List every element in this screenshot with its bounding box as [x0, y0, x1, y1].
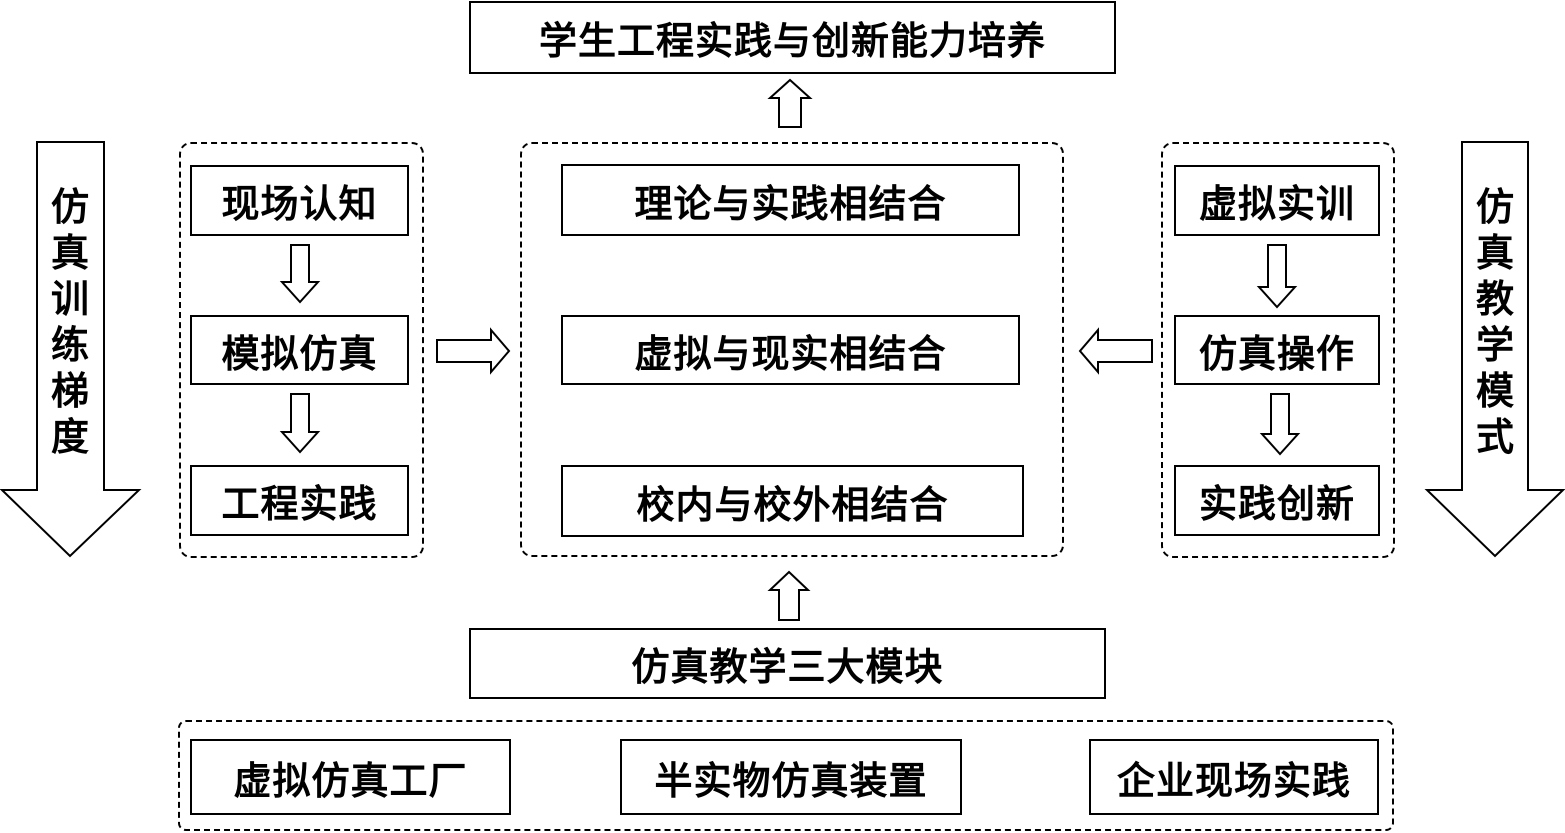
- left-training-group: [179, 142, 424, 558]
- right-teaching-group: [1161, 142, 1395, 558]
- right-side-label: 仿 真 教 学 模 式: [1475, 185, 1514, 459]
- left-side-label: 仿 真 训 练 梯 度: [50, 185, 89, 459]
- up-arrow-from-modules: [767, 570, 811, 621]
- right-mode-arrow: [1424, 141, 1565, 558]
- right-step-1: 虚拟实训: [1174, 165, 1380, 236]
- right-down-arrow-2: [1259, 393, 1301, 456]
- left-step-3: 工程实践: [190, 465, 409, 536]
- left-step-2: 模拟仿真: [190, 315, 409, 385]
- module-3: 企业现场实践: [1089, 739, 1379, 815]
- right-down-arrow-1: [1256, 244, 1298, 309]
- modules-group: [178, 720, 1394, 831]
- module-1: 虚拟仿真工厂: [190, 739, 511, 815]
- left-down-arrow-2: [279, 393, 321, 454]
- left-step-1: 现场认知: [190, 165, 409, 236]
- module-2: 半实物仿真装置: [620, 739, 962, 815]
- center-item-3: 校内与校外相结合: [561, 465, 1024, 537]
- left-gradient-arrow: [0, 141, 142, 558]
- center-item-2: 虚拟与现实相结合: [561, 315, 1020, 385]
- goal-box: 学生工程实践与创新能力培养: [469, 1, 1116, 74]
- left-down-arrow-1: [279, 244, 321, 304]
- left-pointing-arrow: [1078, 327, 1153, 375]
- right-step-3: 实践创新: [1174, 465, 1380, 536]
- modules-title-box: 仿真教学三大模块: [469, 628, 1106, 699]
- up-arrow-to-goal: [767, 78, 813, 128]
- center-item-1: 理论与实践相结合: [561, 164, 1020, 236]
- center-combination-group: [520, 142, 1064, 557]
- right-pointing-arrow: [436, 327, 511, 375]
- right-step-2: 仿真操作: [1174, 315, 1380, 385]
